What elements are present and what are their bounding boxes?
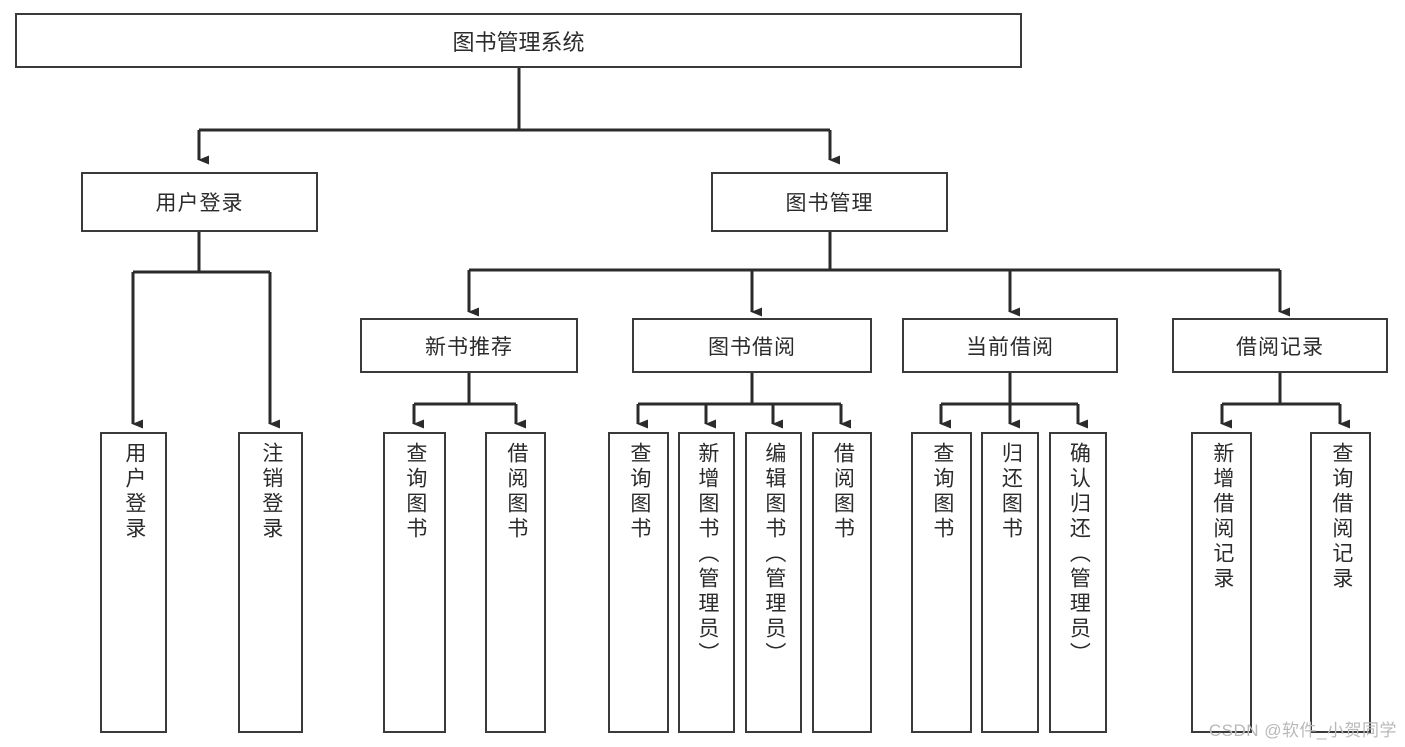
node-leaf-edit-book-label: 编辑图书（管理员） — [762, 442, 786, 667]
node-leaf-add-record[interactable]: 新增借阅记录 — [1191, 432, 1252, 733]
node-leaf-borrow-book-1-label: 借阅图书 — [504, 442, 528, 542]
node-user-login[interactable]: 用户登录 — [81, 172, 318, 232]
node-leaf-add-book[interactable]: 新增图书（管理员） — [678, 432, 735, 733]
watermark-text: CSDN @软件_小贺同学 — [1208, 721, 1397, 740]
node-leaf-edit-book[interactable]: 编辑图书（管理员） — [745, 432, 802, 733]
node-book-manage[interactable]: 图书管理 — [711, 172, 948, 232]
node-leaf-query-record-label: 查询借阅记录 — [1329, 442, 1353, 592]
node-leaf-return-book[interactable]: 归还图书 — [981, 432, 1039, 733]
node-leaf-user-logout[interactable]: 注销登录 — [238, 432, 303, 733]
node-borrow-record[interactable]: 借阅记录 — [1172, 318, 1388, 373]
node-leaf-confirm-return[interactable]: 确认归还（管理员） — [1049, 432, 1107, 733]
node-borrow-record-label: 借阅记录 — [1236, 335, 1324, 359]
node-root-label: 图书管理系统 — [452, 29, 585, 55]
node-leaf-query-record[interactable]: 查询借阅记录 — [1310, 432, 1371, 733]
node-book-borrow[interactable]: 图书借阅 — [632, 318, 872, 373]
node-leaf-query-book-3-label: 查询图书 — [930, 442, 954, 542]
node-leaf-query-book-2[interactable]: 查询图书 — [608, 432, 669, 733]
node-leaf-add-book-label: 新增图书（管理员） — [695, 442, 719, 667]
node-leaf-add-record-label: 新增借阅记录 — [1210, 442, 1234, 592]
node-leaf-user-login[interactable]: 用户登录 — [100, 432, 167, 733]
node-leaf-user-logout-label: 注销登录 — [259, 442, 283, 542]
node-leaf-borrow-book-1[interactable]: 借阅图书 — [485, 432, 546, 733]
node-user-login-label: 用户登录 — [155, 192, 244, 215]
node-current-borrow[interactable]: 当前借阅 — [902, 318, 1118, 373]
node-current-borrow-label: 当前借阅 — [966, 335, 1054, 359]
node-leaf-borrow-book-2-label: 借阅图书 — [831, 442, 855, 542]
node-leaf-query-book-3[interactable]: 查询图书 — [911, 432, 972, 733]
node-leaf-query-book-1[interactable]: 查询图书 — [383, 432, 446, 733]
node-root[interactable]: 图书管理系统 — [15, 13, 1022, 68]
node-leaf-user-login-label: 用户登录 — [122, 442, 146, 542]
node-leaf-confirm-return-label: 确认归还（管理员） — [1067, 442, 1091, 667]
node-book-manage-label: 图书管理 — [785, 192, 874, 215]
node-leaf-return-book-label: 归还图书 — [999, 442, 1023, 542]
node-leaf-query-book-1-label: 查询图书 — [403, 442, 427, 542]
node-new-book-rec[interactable]: 新书推荐 — [360, 318, 578, 373]
node-leaf-query-book-2-label: 查询图书 — [627, 442, 651, 542]
node-leaf-borrow-book-2[interactable]: 借阅图书 — [812, 432, 872, 733]
node-new-book-rec-label: 新书推荐 — [425, 335, 513, 359]
node-book-borrow-label: 图书借阅 — [708, 335, 796, 359]
